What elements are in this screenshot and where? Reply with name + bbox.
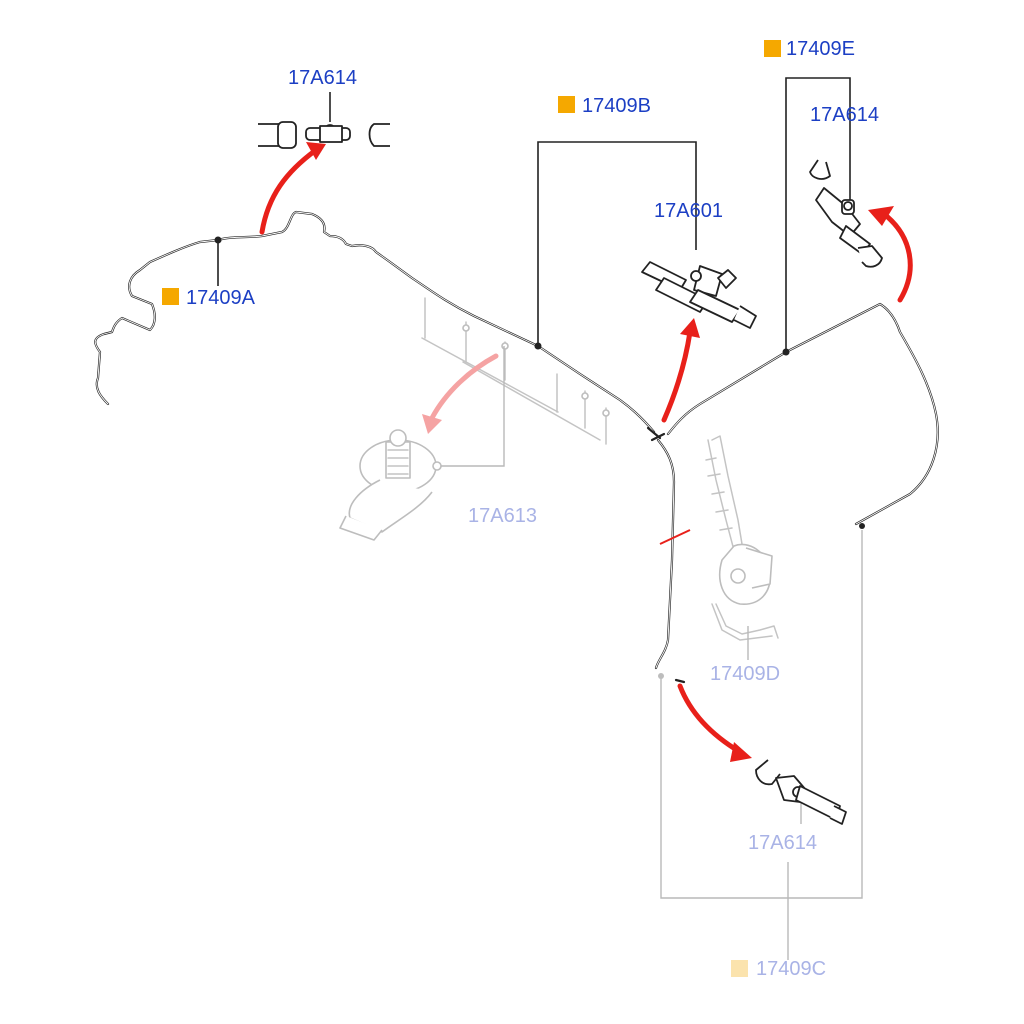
leader-hose-b [537,141,697,346]
connector-17a614-bottom [755,759,847,825]
arrow-to-top-connector [259,147,319,235]
label-hose-d: 17409D [710,663,780,685]
label-bottom-connector: 17A614 [748,832,817,854]
leader-hose-c [660,530,863,960]
marker-hose-b [558,96,575,113]
cut-mark [659,529,691,545]
faded-wiper-assembly [705,435,779,660]
hose-network [94,210,939,684]
leader-hose-e [785,77,851,352]
label-hose-e: 17409E [786,38,855,60]
arrow-to-bottom-connector [677,683,743,755]
label-clip: 17A613 [468,505,537,527]
label-top-left-connector: 17A614 [288,67,357,89]
hose-17409a [94,210,656,434]
label-hose-a: 17409A [186,287,256,309]
marker-hose-a [162,288,179,305]
faded-clip-detail [339,297,610,541]
hose-17409c [654,438,676,670]
label-tee-connector: 17A601 [654,200,723,222]
marker-hose-e [764,40,781,57]
callout-arrows [259,142,913,762]
tee-connector-17a601 [641,261,757,329]
hose-17409e [666,302,939,526]
marker-hose-c [731,960,748,977]
label-right-connector: 17A614 [810,104,879,126]
arrow-to-right-connector [881,211,913,303]
connector-17a614-right [809,159,883,268]
label-hose-c: 17409C [756,958,826,980]
label-hose-b: 17409B [582,95,651,117]
connector-17a614-top [258,121,390,149]
arrow-to-clip-faded [429,353,499,421]
arrow-to-tee [661,329,693,423]
